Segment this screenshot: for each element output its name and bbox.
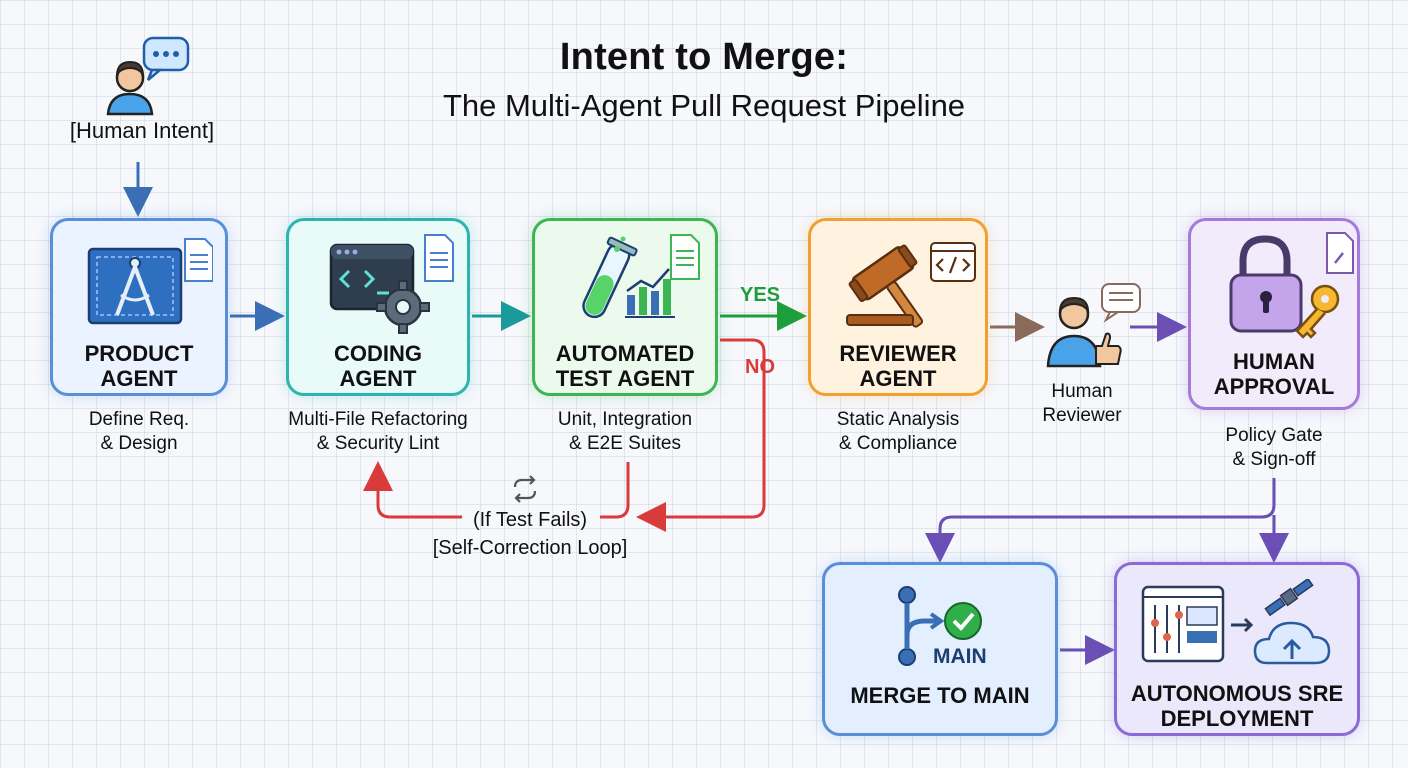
product-agent-title-2: AGENT <box>100 366 178 391</box>
refresh-loop-icon <box>513 475 537 503</box>
code-window-icon <box>329 234 454 334</box>
human-reviewer-label-1: Human <box>1051 381 1113 402</box>
coding-agent-card[interactable]: CODING AGENT <box>286 218 470 396</box>
loop-label-1: (If Test Fails) <box>472 509 588 531</box>
human-intent-icon <box>106 36 190 116</box>
test-agent-title-1: AUTOMATED <box>555 341 695 366</box>
padlock-icon <box>1229 232 1354 339</box>
speech-bubble-icon <box>1101 283 1141 323</box>
thumbs-up-person-icon <box>1046 283 1141 368</box>
reviewer-agent-title-2: AGENT <box>859 366 937 391</box>
product-agent-desc-1: Define Req. <box>88 409 190 430</box>
check-circle-icon <box>944 602 982 640</box>
arrow-no-path <box>636 338 766 532</box>
dashboard-icon <box>1141 579 1331 665</box>
human-approval-desc-2: & Sign-off <box>1232 449 1316 470</box>
human-approval-title-1: HUMAN <box>1233 349 1315 374</box>
coding-agent-desc-2: & Security Lint <box>316 433 440 454</box>
merge-to-main-title: MERGE TO MAIN <box>850 683 1030 708</box>
sre-deployment-title-2: DEPLOYMENT <box>1160 706 1314 731</box>
satellite-icon <box>1264 579 1314 617</box>
test-agent-desc-2: & E2E Suites <box>569 433 681 454</box>
human-approval-card[interactable]: HUMAN APPROVAL <box>1188 218 1360 410</box>
human-approval-title-2: APPROVAL <box>1213 374 1335 399</box>
test-agent-card[interactable]: AUTOMATED TEST AGENT <box>532 218 718 396</box>
document-icon <box>184 238 213 282</box>
no-label: NO <box>745 356 775 378</box>
document-icon <box>670 234 700 280</box>
code-tag-window-icon <box>930 242 976 282</box>
arrow-test-down <box>600 462 630 519</box>
gavel-icon <box>846 242 976 328</box>
coding-agent-title-1: CODING <box>334 341 422 366</box>
sre-deployment-title-1: AUTONOMOUS SRE <box>1130 681 1344 706</box>
document-icon <box>424 234 454 282</box>
cloud-upload-icon <box>1253 621 1331 665</box>
key-icon <box>1295 284 1340 339</box>
human-approval-desc-1: Policy Gate <box>1225 425 1323 446</box>
blueprint-compass-icon <box>87 238 213 325</box>
person-icon <box>106 60 154 116</box>
reviewer-agent-card[interactable]: REVIEWER AGENT <box>808 218 988 396</box>
test-agent-title-2: TEST AGENT <box>555 366 695 391</box>
bar-chart-icon <box>625 268 675 318</box>
human-intent-label: [Human Intent] <box>69 118 215 143</box>
sre-deployment-card[interactable]: AUTONOMOUS SRE DEPLOYMENT <box>1114 562 1360 736</box>
test-tube-icon <box>582 234 700 319</box>
gear-icon <box>376 280 430 334</box>
speech-bubble-icon <box>142 36 190 81</box>
product-agent-card[interactable]: PRODUCT AGENT <box>50 218 228 396</box>
loop-label-2: [Self-Correction Loop] <box>432 537 628 559</box>
document-icon <box>1326 232 1354 274</box>
product-agent-title-1: PRODUCT <box>84 341 194 366</box>
main-branch-label: MAIN <box>933 645 987 668</box>
human-reviewer-label-2: Reviewer <box>1042 405 1122 426</box>
git-branch-icon <box>898 586 982 666</box>
page-title: Intent to Merge: <box>559 36 849 78</box>
reviewer-agent-desc-1: Static Analysis <box>836 409 960 430</box>
test-agent-desc-1: Unit, Integration <box>557 409 693 430</box>
reviewer-agent-title-1: REVIEWER <box>839 341 957 366</box>
product-agent-desc-2: & Design <box>100 433 178 454</box>
arrow-approval-to-merge <box>925 478 1276 563</box>
yes-label: YES <box>740 284 781 306</box>
page-subtitle: The Multi-Agent Pull Request Pipeline <box>442 88 966 123</box>
arrow-loop-to-coding <box>363 461 462 519</box>
merge-to-main-card[interactable]: MAIN MERGE TO MAIN <box>822 562 1058 736</box>
reviewer-agent-desc-2: & Compliance <box>838 433 958 454</box>
coding-agent-desc-1: Multi-File Refactoring <box>288 409 468 430</box>
coding-agent-title-2: AGENT <box>339 366 417 391</box>
